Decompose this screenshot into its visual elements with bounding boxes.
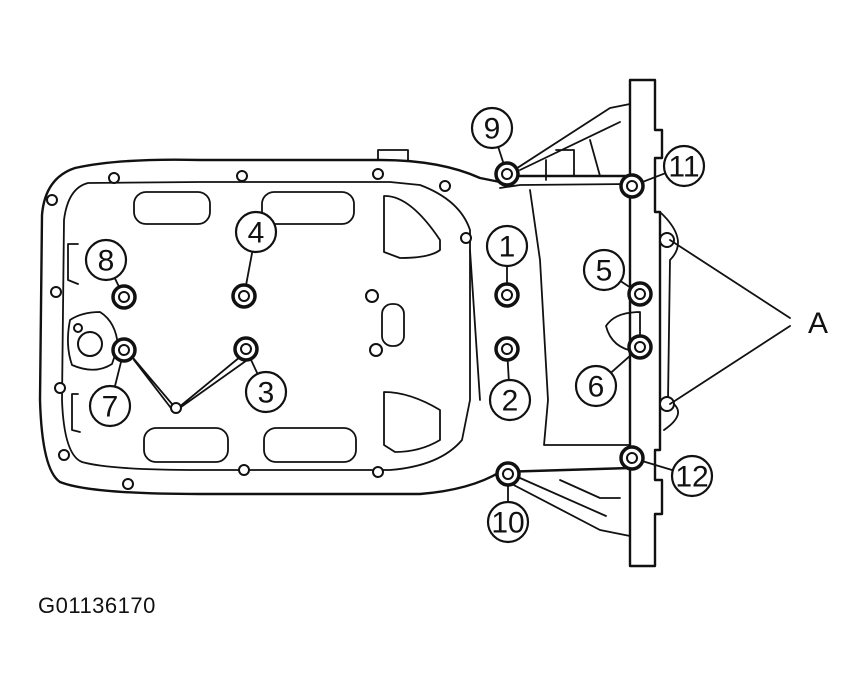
bolt-11-head xyxy=(626,180,638,192)
pickup-hole xyxy=(77,331,103,357)
stiffener-rod xyxy=(127,351,251,413)
center-recess xyxy=(605,311,641,353)
pan-ribs xyxy=(133,191,441,463)
left-bracket-lower xyxy=(71,393,81,433)
bolt-2-head xyxy=(501,343,513,355)
callout-number-2: 2 xyxy=(502,385,519,418)
callout-number-3: 3 xyxy=(258,377,275,410)
callout-leaders xyxy=(113,146,674,503)
leader-a xyxy=(669,239,791,405)
oil-pan-inner-flange xyxy=(61,181,471,471)
bolt-8-head xyxy=(118,291,130,303)
left-bracket-upper xyxy=(67,243,79,285)
callout-circle-1 xyxy=(485,224,529,268)
callout-circle-3 xyxy=(244,370,288,414)
flange-hole-bottom xyxy=(659,396,675,412)
leader-3 xyxy=(249,358,259,375)
leader-12 xyxy=(641,460,674,472)
leader-7 xyxy=(113,359,123,388)
leader-8 xyxy=(113,277,121,289)
gasket-holes xyxy=(46,168,472,490)
bolt-6-head xyxy=(634,341,646,353)
bolt-7-head xyxy=(118,344,130,356)
leader-4 xyxy=(245,250,254,287)
callout-circle-11 xyxy=(662,144,706,188)
callout-circle-8 xyxy=(84,238,128,282)
callout-number-12: 12 xyxy=(675,461,708,494)
callout-number-5: 5 xyxy=(596,255,613,288)
right-housing xyxy=(628,78,664,568)
top-tab xyxy=(377,149,409,161)
callout-number-10: 10 xyxy=(491,507,524,540)
callout-number-8: 8 xyxy=(98,245,115,278)
flange-hole-top xyxy=(659,232,675,248)
leader-11 xyxy=(641,172,667,183)
middle-plate xyxy=(469,183,631,446)
bolt-3-head xyxy=(240,343,252,355)
rod-pivot xyxy=(170,402,182,414)
callout-number-4: 4 xyxy=(248,217,265,250)
callout-circle-2 xyxy=(488,378,532,422)
callout-circle-10 xyxy=(486,500,530,544)
callout-circle-6 xyxy=(574,364,618,408)
leader-9 xyxy=(497,146,505,165)
side-flange xyxy=(659,211,679,431)
bolt-4-head xyxy=(238,290,250,302)
label-a: A xyxy=(808,307,828,340)
leader-5 xyxy=(619,280,632,289)
leader-2 xyxy=(506,359,510,381)
bolts xyxy=(111,161,653,487)
figure-id: G01136170 xyxy=(38,593,156,618)
callout-circle-9 xyxy=(470,106,514,150)
bolt-1-head xyxy=(501,289,513,301)
pickup-stud xyxy=(73,323,83,333)
callout-circle-12 xyxy=(670,454,714,498)
leader-6 xyxy=(610,353,633,374)
callout-circle-7 xyxy=(88,384,132,428)
bolt-9-head xyxy=(501,168,513,180)
callout-number-1: 1 xyxy=(499,231,516,264)
callout-number-11: 11 xyxy=(668,151,699,184)
callout-number-6: 6 xyxy=(588,371,605,404)
bolt-12-head xyxy=(626,452,638,464)
lower-support xyxy=(507,477,631,537)
bolt-10-head xyxy=(502,468,514,480)
oil-pan-outline xyxy=(38,158,632,496)
bolt-5-head xyxy=(634,288,646,300)
callout-circle-5 xyxy=(582,248,626,292)
upper-support xyxy=(507,103,631,181)
callout-number-9: 9 xyxy=(484,113,501,146)
callout-circle-4 xyxy=(234,210,278,254)
callout-number-7: 7 xyxy=(102,391,119,424)
